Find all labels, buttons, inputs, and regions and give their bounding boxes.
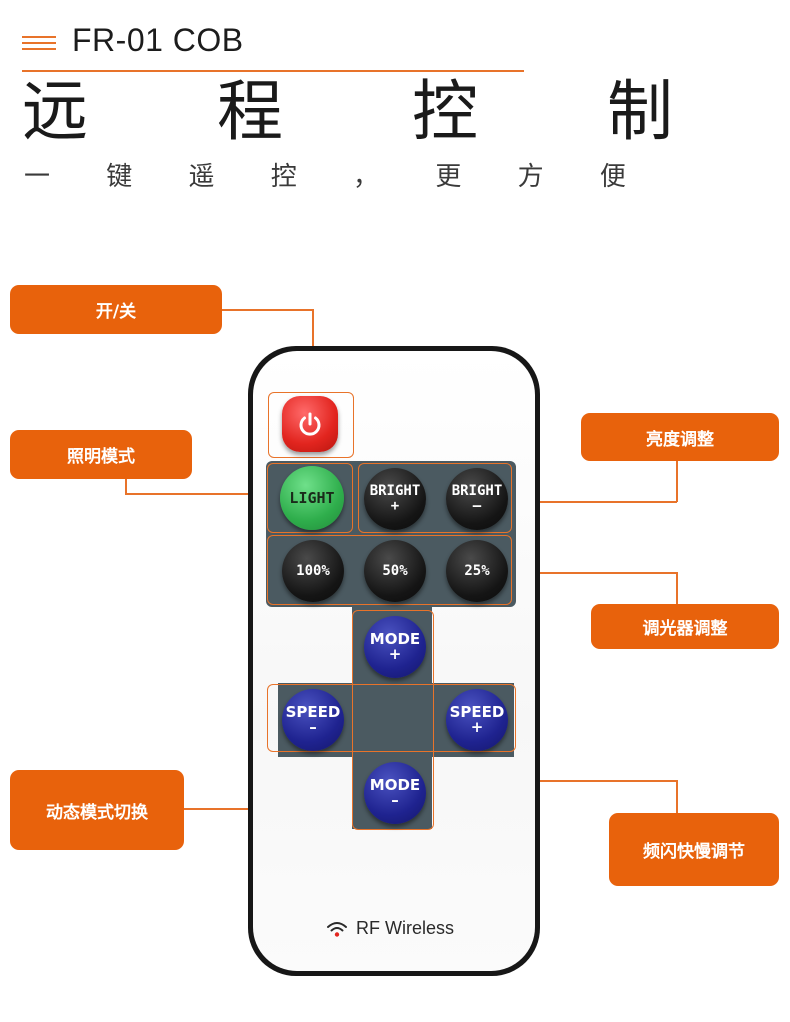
callout-dynamic-mode: 动态模式切换 bbox=[10, 770, 184, 850]
bright-down-sign: – bbox=[472, 498, 482, 514]
bright-up-sign: + bbox=[390, 498, 400, 514]
connector-dimmer bbox=[512, 572, 677, 574]
mode-up-button[interactable]: MODE + bbox=[364, 616, 426, 678]
header-divider bbox=[22, 70, 524, 72]
mode-down-button[interactable]: MODE – bbox=[364, 762, 426, 824]
product-code: FR-01 COB bbox=[72, 22, 244, 58]
highlight-speed bbox=[267, 684, 516, 752]
light-button[interactable]: LIGHT bbox=[280, 466, 344, 530]
callout-dimmer: 调光器调整 bbox=[591, 604, 779, 649]
dim-100-label: 100% bbox=[296, 562, 330, 579]
connector-brightness bbox=[676, 461, 678, 502]
highlight-bright bbox=[358, 463, 512, 533]
highlight-mode bbox=[352, 610, 434, 830]
speed-down-sign: – bbox=[309, 718, 317, 736]
dim-25-label: 25% bbox=[464, 562, 490, 579]
speed-up-button[interactable]: SPEED + bbox=[446, 689, 508, 751]
bright-up-label: BRIGHT bbox=[369, 483, 421, 499]
wifi-icon bbox=[327, 921, 347, 937]
mode-down-sign: – bbox=[391, 791, 399, 809]
callout-brightness: 亮度调整 bbox=[581, 413, 779, 461]
connector-light bbox=[125, 493, 268, 495]
dim-50-button[interactable]: 50% bbox=[364, 540, 426, 602]
power-button[interactable] bbox=[282, 396, 338, 452]
connector-dynamic bbox=[184, 808, 301, 810]
connector-brightness bbox=[512, 501, 677, 503]
callout-light-mode: 照明模式 bbox=[10, 430, 192, 479]
highlight-power bbox=[268, 392, 354, 458]
bright-up-button[interactable]: BRIGHT + bbox=[364, 468, 426, 530]
dim-25-button[interactable]: 25% bbox=[446, 540, 508, 602]
light-button-label: LIGHT bbox=[289, 488, 335, 507]
connector-speed bbox=[676, 780, 678, 813]
menu-icon bbox=[22, 36, 56, 50]
dim-100-button[interactable]: 100% bbox=[282, 540, 344, 602]
speed-down-button[interactable]: SPEED – bbox=[282, 689, 344, 751]
connector-dimmer bbox=[676, 572, 678, 604]
speed-up-label: SPEED bbox=[449, 703, 505, 721]
mode-up-label: MODE bbox=[369, 630, 421, 648]
bright-down-label: BRIGHT bbox=[451, 483, 503, 499]
callout-power: 开/关 bbox=[10, 285, 222, 334]
callout-speed: 频闪快慢调节 bbox=[609, 813, 779, 886]
mode-up-sign: + bbox=[388, 645, 402, 663]
connector-light bbox=[125, 479, 127, 494]
speed-down-label: SPEED bbox=[285, 703, 341, 721]
mode-down-label: MODE bbox=[369, 776, 421, 794]
speed-up-sign: + bbox=[470, 718, 484, 736]
page-title: 远 程 控 制 bbox=[22, 73, 727, 150]
highlight-dimmer bbox=[267, 535, 512, 605]
bright-down-button[interactable]: BRIGHT – bbox=[446, 468, 508, 530]
connector-speed bbox=[432, 780, 677, 782]
highlight-light bbox=[267, 463, 353, 533]
rf-brand: RF Wireless bbox=[326, 918, 454, 939]
page-subtitle: 一 键 遥 控 ， 更 方 便 bbox=[24, 162, 650, 192]
dim-50-label: 50% bbox=[382, 562, 408, 579]
brand-label: RF Wireless bbox=[356, 918, 454, 938]
connector-power bbox=[222, 309, 313, 311]
power-icon bbox=[299, 412, 321, 436]
